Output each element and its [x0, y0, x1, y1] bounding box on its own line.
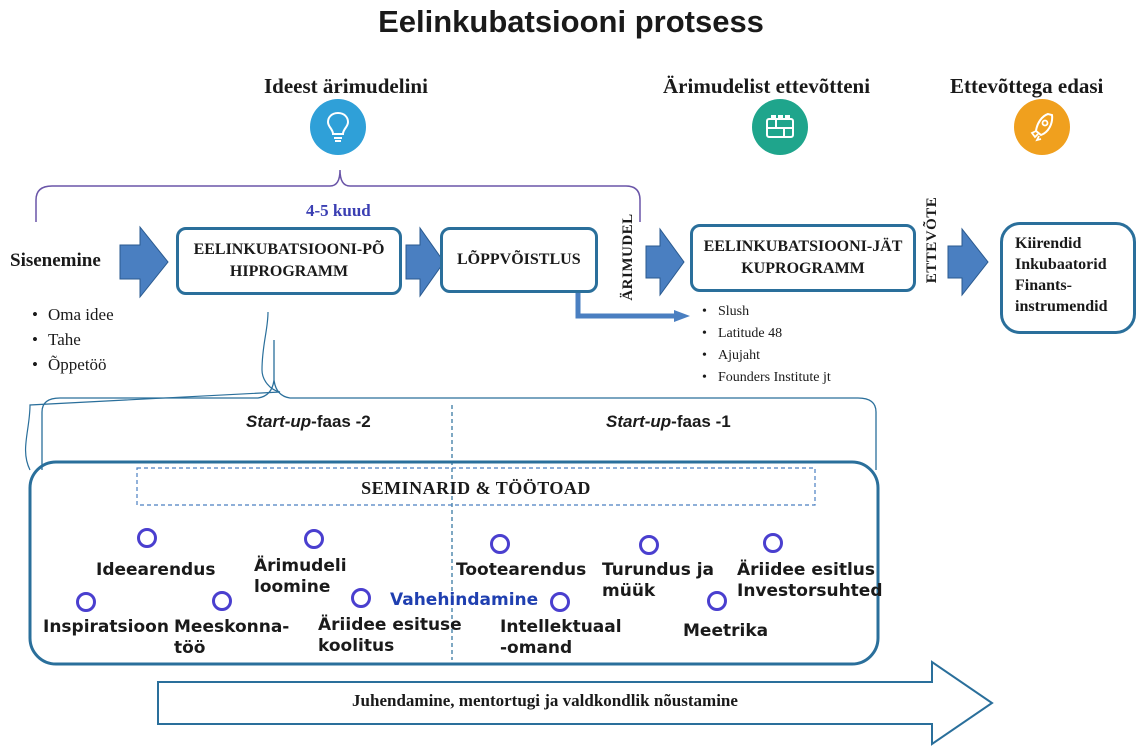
arrow-entry [119, 225, 169, 299]
workshop-intellektuaalomand: Intellektuaal-omand [500, 617, 622, 658]
event-item: Latitude 48 [700, 323, 831, 345]
stage-right-rest: -faas -1 [671, 412, 731, 431]
page-title: Eelinkubatsiooni protsess [378, 4, 764, 39]
workshop-ideearendus: Ideearendus [96, 560, 216, 580]
event-item: Ajujaht [700, 345, 831, 367]
seminars-title: SEMINARID & TÖÖTOAD [361, 478, 591, 498]
arrow-final-followup [645, 227, 685, 297]
next-steps-box: Kiirendid Inkubaatorid Finants-instrumen… [1000, 222, 1136, 334]
workshop-esitlus-investor: Äriidee esitlus Investorsuhted [737, 560, 883, 601]
workshop-turundus: Turundus ja müük [602, 560, 715, 601]
seminars-frame [136, 467, 816, 506]
entry-label: Sisenemine [10, 250, 101, 271]
workshop-vahehindamine: Vahehindamine [390, 590, 539, 610]
follow-up-label: EELINKUBATSIOONI-JÄTKUPROGRAMM [703, 238, 903, 277]
workshop-meeskonnatoo: Meeskonna-töö [174, 617, 290, 658]
entry-bullet: Tahe [30, 327, 114, 352]
duration-label: 4-5 kuud [306, 201, 371, 220]
main-program-label: EELINKUBATSIOONI-PÕHIPROGRAMM [193, 241, 385, 280]
business-model-vertical-label: ÄRIMUDEL [620, 213, 636, 301]
main-program-box: EELINKUBATSIOONI-PÕHIPROGRAMM [176, 227, 402, 295]
next-item: Finants-instrumendid [1015, 277, 1108, 315]
phase-label-1: Ideest ärimudelini [264, 74, 428, 98]
follow-up-box: EELINKUBATSIOONI-JÄTKUPROGRAMM [690, 224, 916, 292]
ring-meeskond [212, 591, 232, 611]
duration-brace [35, 169, 641, 222]
company-vertical-label: ETTEVÕTE [924, 196, 940, 284]
building-blocks-icon [752, 99, 808, 155]
next-item: Inkubaatorid [1015, 256, 1107, 273]
stage-right-italic: Start-up [606, 412, 672, 431]
arrow-main-final [405, 226, 445, 298]
ring-esitlus-koolitus [351, 588, 371, 608]
phase-label-2: Ärimudelist ettevõtteni [663, 74, 871, 98]
workshop-meetrika: Meetrika [683, 621, 769, 641]
event-item: Founders Institute jt [700, 367, 831, 389]
workshop-container [28, 460, 880, 666]
next-item: Kiirendid [1015, 235, 1082, 252]
rocket-icon [1014, 99, 1070, 155]
entry-bullet: Õppetöö [30, 352, 114, 377]
workshop-tootearendus: Tootearendus [456, 560, 587, 580]
ring-inspiratsioon [76, 592, 96, 612]
entry-list: Oma idee Tahe Õppetöö [30, 302, 114, 377]
workshop-esituse-koolitus: Äriidee esituse koolitus [318, 615, 462, 656]
stage-left-rest: -faas -2 [311, 412, 371, 431]
phase-label-3: Ettevõttega edasi [950, 74, 1104, 98]
ring-esitlus [763, 533, 783, 553]
ring-ideearendus [137, 528, 157, 548]
funnel-lines [24, 311, 281, 471]
final-label: LÕPPVÕISTLUS [457, 251, 581, 268]
stage-right: Start-up-faas -1 [606, 412, 731, 432]
bottom-arrow-shape [157, 660, 994, 746]
stage-left: Start-up-faas -2 [246, 412, 371, 432]
funnel-brace [41, 340, 877, 470]
entry-bullet: Oma idee [30, 302, 114, 327]
ring-intellektuaal [550, 592, 570, 612]
bottom-arrow-label: Juhendamine, mentortugi ja valdkondlik n… [352, 691, 738, 710]
arrow-followup-next [947, 227, 989, 297]
final-box: LÕPPVÕISTLUS [440, 227, 598, 293]
event-item: Slush [700, 301, 831, 323]
ring-turundus [639, 535, 659, 555]
ring-meetrika [707, 591, 727, 611]
stage-left-italic: Start-up [246, 412, 312, 431]
ring-arimudel [304, 529, 324, 549]
arrow-to-events [575, 292, 676, 319]
events-list: Slush Latitude 48 Ajujaht Founders Insti… [700, 301, 831, 389]
workshop-arimudeli-loomine: Ärimudeli loomine [254, 556, 347, 597]
lightbulb-icon [310, 99, 366, 155]
ring-tootearendus [490, 534, 510, 554]
workshop-inspiratsioon: Inspiratsioon [43, 617, 169, 637]
